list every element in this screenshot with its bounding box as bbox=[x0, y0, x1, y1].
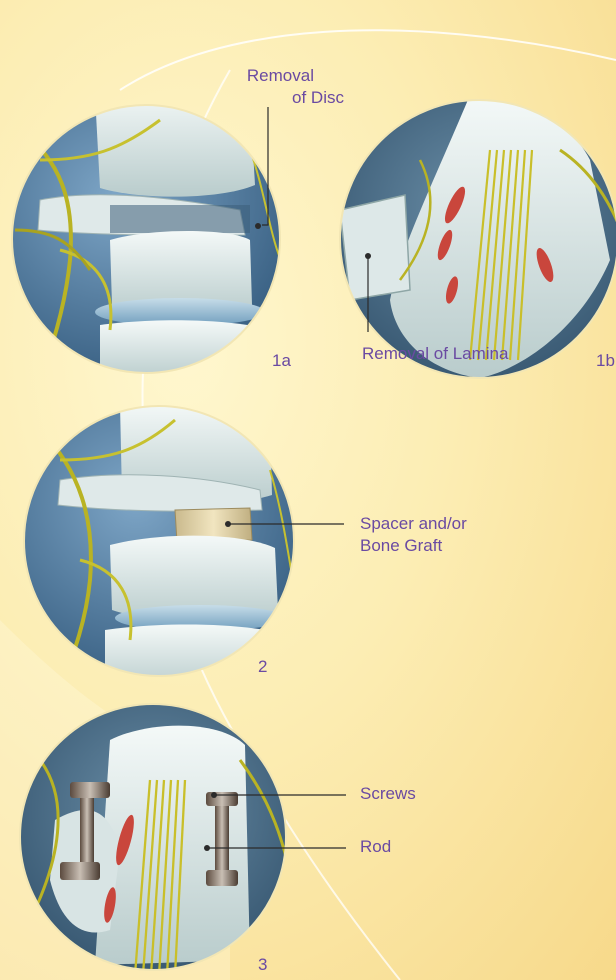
leader-dot-removal-disc bbox=[255, 223, 261, 229]
label-spacer-line2: Bone Graft bbox=[360, 536, 442, 556]
step-number-3: 3 bbox=[258, 955, 267, 975]
illustration-1a bbox=[0, 88, 290, 380]
label-removal-of-disc-line2: of Disc bbox=[240, 88, 344, 108]
label-removal-of-disc-line1: Removal bbox=[240, 66, 314, 86]
leader-dot-screws bbox=[211, 792, 217, 798]
step-number-1a: 1a bbox=[272, 351, 291, 371]
leader-dot-rod bbox=[204, 845, 210, 851]
step-number-2: 2 bbox=[258, 657, 267, 677]
label-spacer-line1: Spacer and/or bbox=[360, 514, 467, 534]
leader-dot-spacer bbox=[225, 521, 231, 527]
label-screws: Screws bbox=[360, 784, 416, 804]
label-rod: Rod bbox=[360, 837, 391, 857]
label-removal-of-lamina: Removal of Lamina bbox=[362, 344, 508, 364]
leader-dot-removal-lamina bbox=[365, 253, 371, 259]
background-arc-outer bbox=[120, 30, 616, 90]
step-number-1b: 1b bbox=[596, 351, 615, 371]
illustration-2 bbox=[20, 400, 310, 690]
